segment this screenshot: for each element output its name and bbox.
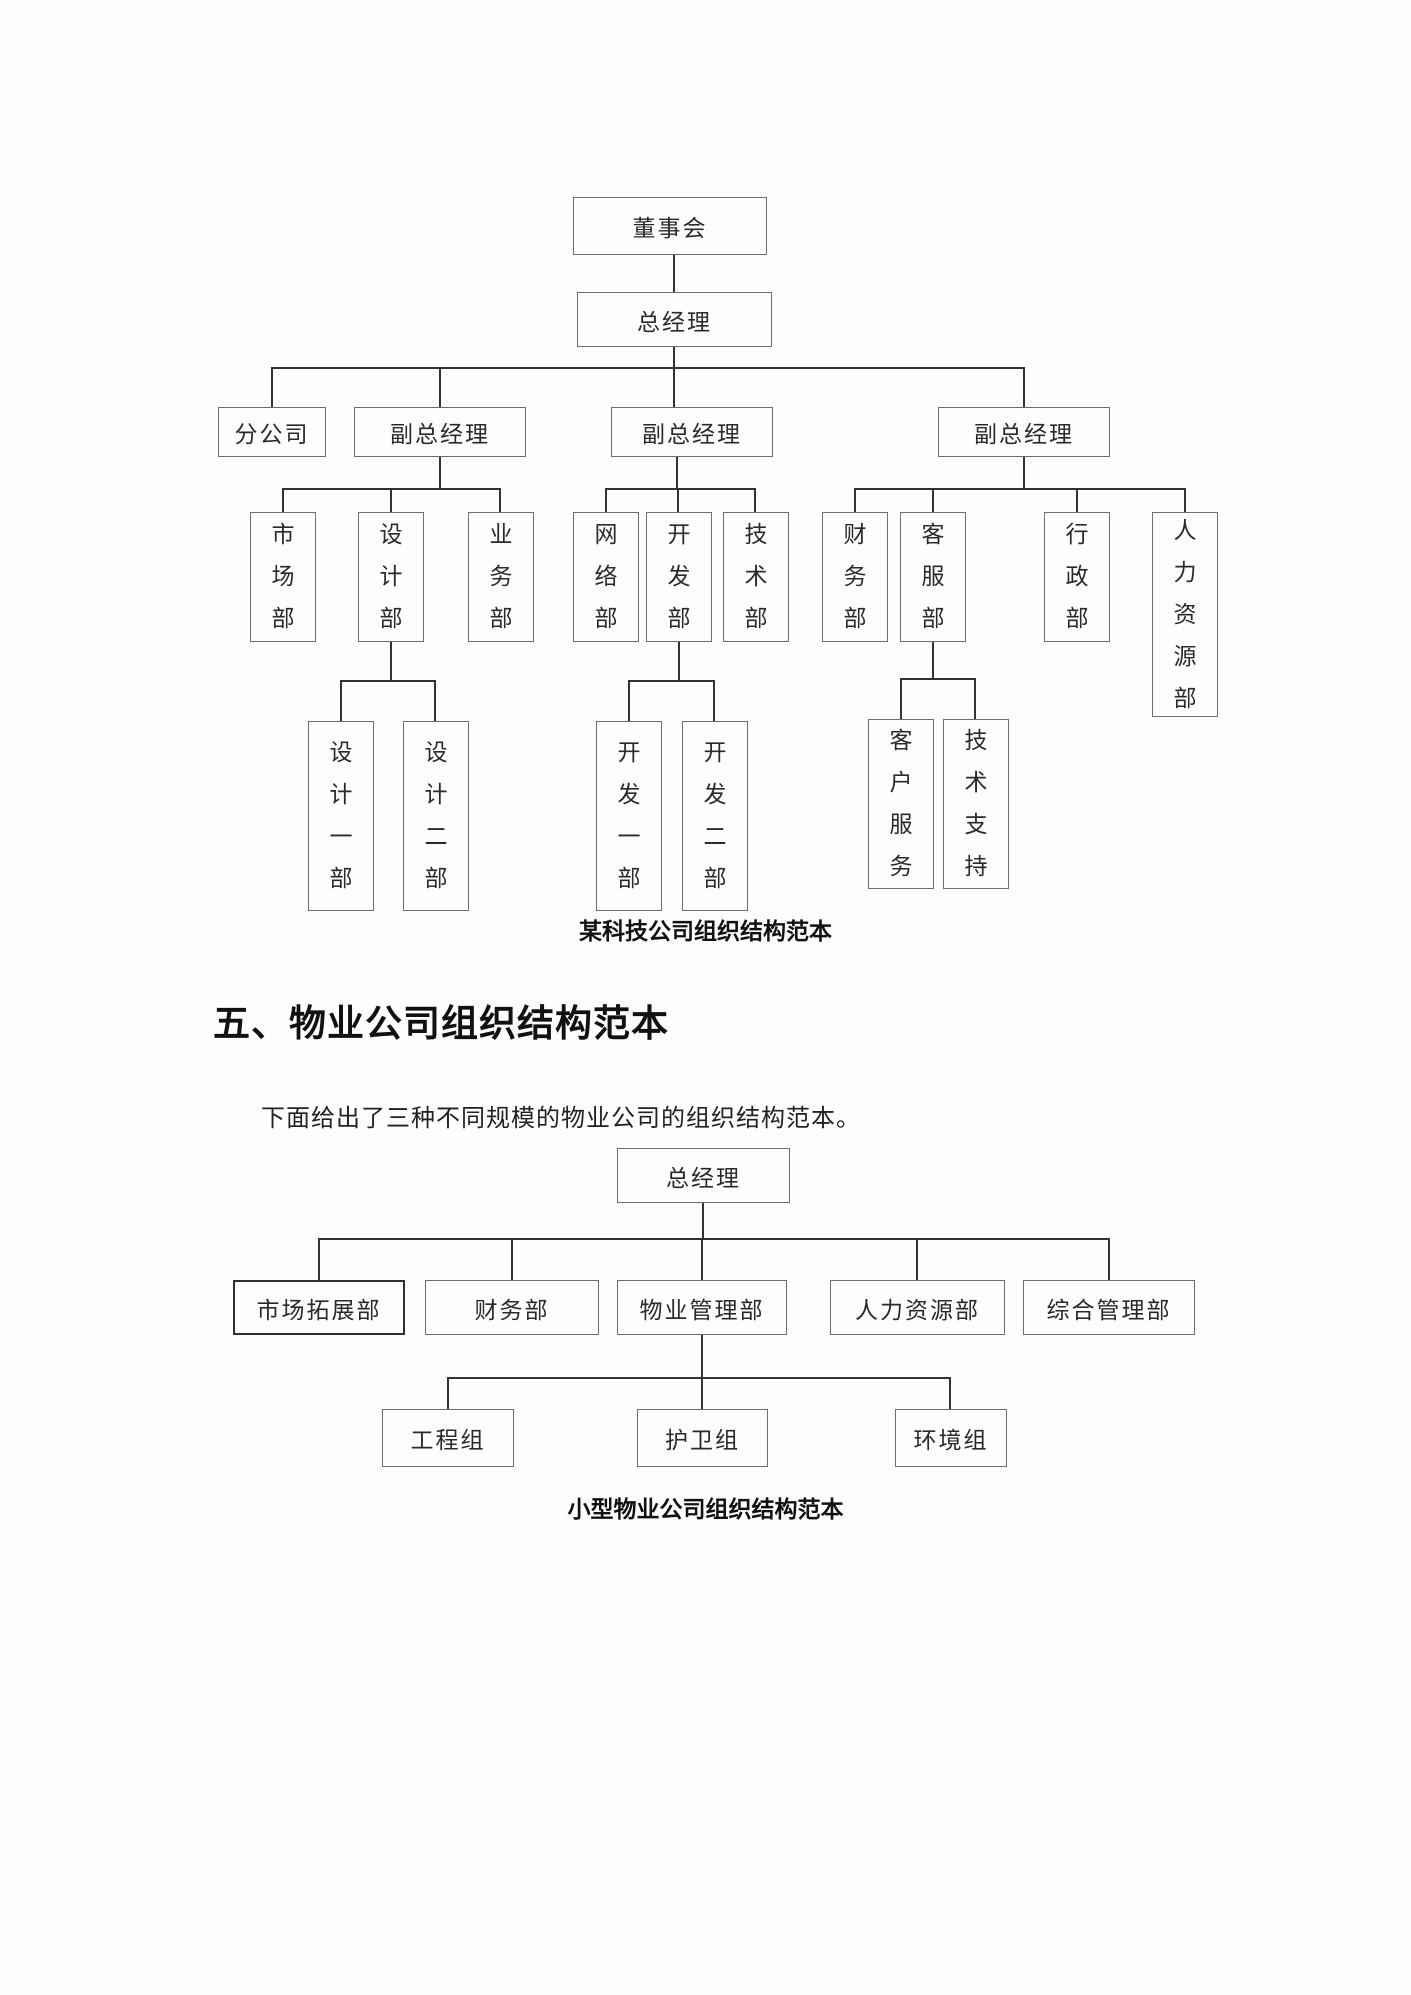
connector-line — [900, 678, 976, 680]
connector-line — [673, 347, 675, 407]
connector-line — [390, 642, 392, 682]
connector-line — [673, 255, 675, 292]
org1-node-marketing: 市场部 — [250, 512, 316, 642]
connector-line — [854, 488, 856, 512]
chart1-caption: 某科技公司组织结构范本 — [579, 918, 832, 944]
org1-node-dev2-label: 开发二部 — [703, 740, 727, 891]
org1-node-business-label: 业务部 — [489, 522, 513, 631]
chart2-caption: 小型物业公司组织结构范本 — [567, 1496, 844, 1522]
org1-node-cust-service-label: 客户服务 — [889, 728, 913, 879]
connector-line — [282, 488, 284, 512]
org1-node-gm: 总经理 — [577, 292, 772, 347]
org1-node-service-label: 客服部 — [921, 522, 945, 631]
org1-node-design-label: 设计部 — [379, 522, 403, 631]
org1-node-design: 设计部 — [358, 512, 424, 642]
connector-line — [439, 457, 441, 490]
org1-node-tech-support-label: 技术支持 — [964, 728, 988, 879]
org1-node-tech: 技术部 — [723, 512, 789, 642]
connector-line — [900, 678, 902, 719]
org2-node-property-mgmt: 物业管理部 — [617, 1280, 787, 1335]
connector-line — [318, 1238, 320, 1280]
org1-node-design2: 设计二部 — [403, 721, 469, 911]
org1-node-hr: 人力资源部 — [1152, 512, 1218, 717]
connector-line — [499, 488, 501, 512]
org1-node-dev1-label: 开发一部 — [617, 740, 641, 891]
connector-line — [1184, 488, 1186, 512]
org1-node-branch-co: 分公司 — [218, 407, 326, 457]
section-heading: 五、物业公司组织结构范本 — [213, 1003, 669, 1044]
connector-line — [676, 457, 678, 490]
org2-node-environment: 环境组 — [895, 1409, 1007, 1467]
org1-node-design1: 设计一部 — [308, 721, 374, 911]
org1-node-design2-label: 设计二部 — [424, 740, 448, 891]
org1-node-network-label: 网络部 — [594, 522, 618, 631]
connector-line — [271, 367, 273, 407]
connector-line — [932, 642, 934, 680]
connector-line — [447, 1377, 449, 1409]
connector-line — [1076, 488, 1078, 512]
org1-node-service: 客服部 — [900, 512, 966, 642]
org1-node-business: 业务部 — [468, 512, 534, 642]
org2-node-hr: 人力资源部 — [830, 1280, 1005, 1335]
org2-node-gm: 总经理 — [617, 1148, 790, 1203]
org1-node-finance: 财务部 — [822, 512, 888, 642]
org2-node-market-expand: 市场拓展部 — [233, 1280, 405, 1335]
connector-line — [932, 488, 934, 512]
org1-node-marketing-label: 市场部 — [271, 522, 295, 631]
org1-node-admin-label: 行政部 — [1065, 522, 1089, 631]
connector-line — [434, 680, 436, 721]
org1-node-tech-label: 技术部 — [744, 522, 768, 631]
connector-line — [340, 680, 436, 682]
connector-line — [628, 680, 715, 682]
connector-line — [1023, 367, 1025, 407]
connector-line — [605, 488, 607, 512]
org1-node-vgm3: 副总经理 — [938, 407, 1110, 457]
org1-node-tech-support: 技术支持 — [943, 719, 1009, 889]
connector-line — [701, 1377, 703, 1409]
connector-line — [713, 680, 715, 721]
connector-line — [677, 488, 679, 512]
org2-node-engineering: 工程组 — [382, 1409, 514, 1467]
connector-line — [605, 488, 756, 490]
connector-line — [701, 1238, 703, 1280]
connector-line — [854, 488, 1185, 490]
org2-node-finance: 财务部 — [425, 1280, 599, 1335]
org1-node-dev: 开发部 — [646, 512, 712, 642]
connector-line — [754, 488, 756, 512]
org1-node-cust-service: 客户服务 — [868, 719, 934, 889]
org1-node-dev1: 开发一部 — [596, 721, 662, 911]
org1-node-dev2: 开发二部 — [682, 721, 748, 911]
org2-node-general-mgmt: 综合管理部 — [1023, 1280, 1195, 1335]
connector-line — [628, 680, 630, 721]
connector-line — [511, 1238, 513, 1280]
org1-node-design1-label: 设计一部 — [329, 740, 353, 891]
connector-line — [439, 367, 441, 407]
connector-line — [1108, 1238, 1110, 1280]
org1-node-vgm2: 副总经理 — [611, 407, 773, 457]
section-paragraph: 下面给出了三种不同规模的物业公司的组织结构范本。 — [261, 1106, 861, 1132]
connector-line — [318, 1238, 1110, 1240]
connector-line — [1023, 457, 1025, 490]
org1-node-network: 网络部 — [573, 512, 639, 642]
connector-line — [390, 488, 392, 512]
connector-line — [340, 680, 342, 721]
org1-node-dev-label: 开发部 — [667, 522, 691, 631]
org2-node-guard: 护卫组 — [637, 1409, 768, 1467]
org1-node-hr-label: 人力资源部 — [1173, 517, 1197, 711]
connector-line — [678, 642, 680, 682]
connector-line — [949, 1377, 951, 1409]
connector-line — [271, 367, 1025, 369]
org1-node-admin: 行政部 — [1044, 512, 1110, 642]
connector-line — [974, 678, 976, 719]
org1-node-board: 董事会 — [573, 197, 767, 255]
org1-node-finance-label: 财务部 — [843, 522, 867, 631]
connector-line — [447, 1377, 951, 1379]
connector-line — [916, 1238, 918, 1280]
connector-line — [701, 1335, 703, 1379]
org1-node-vgm1: 副总经理 — [354, 407, 526, 457]
connector-line — [702, 1203, 704, 1240]
